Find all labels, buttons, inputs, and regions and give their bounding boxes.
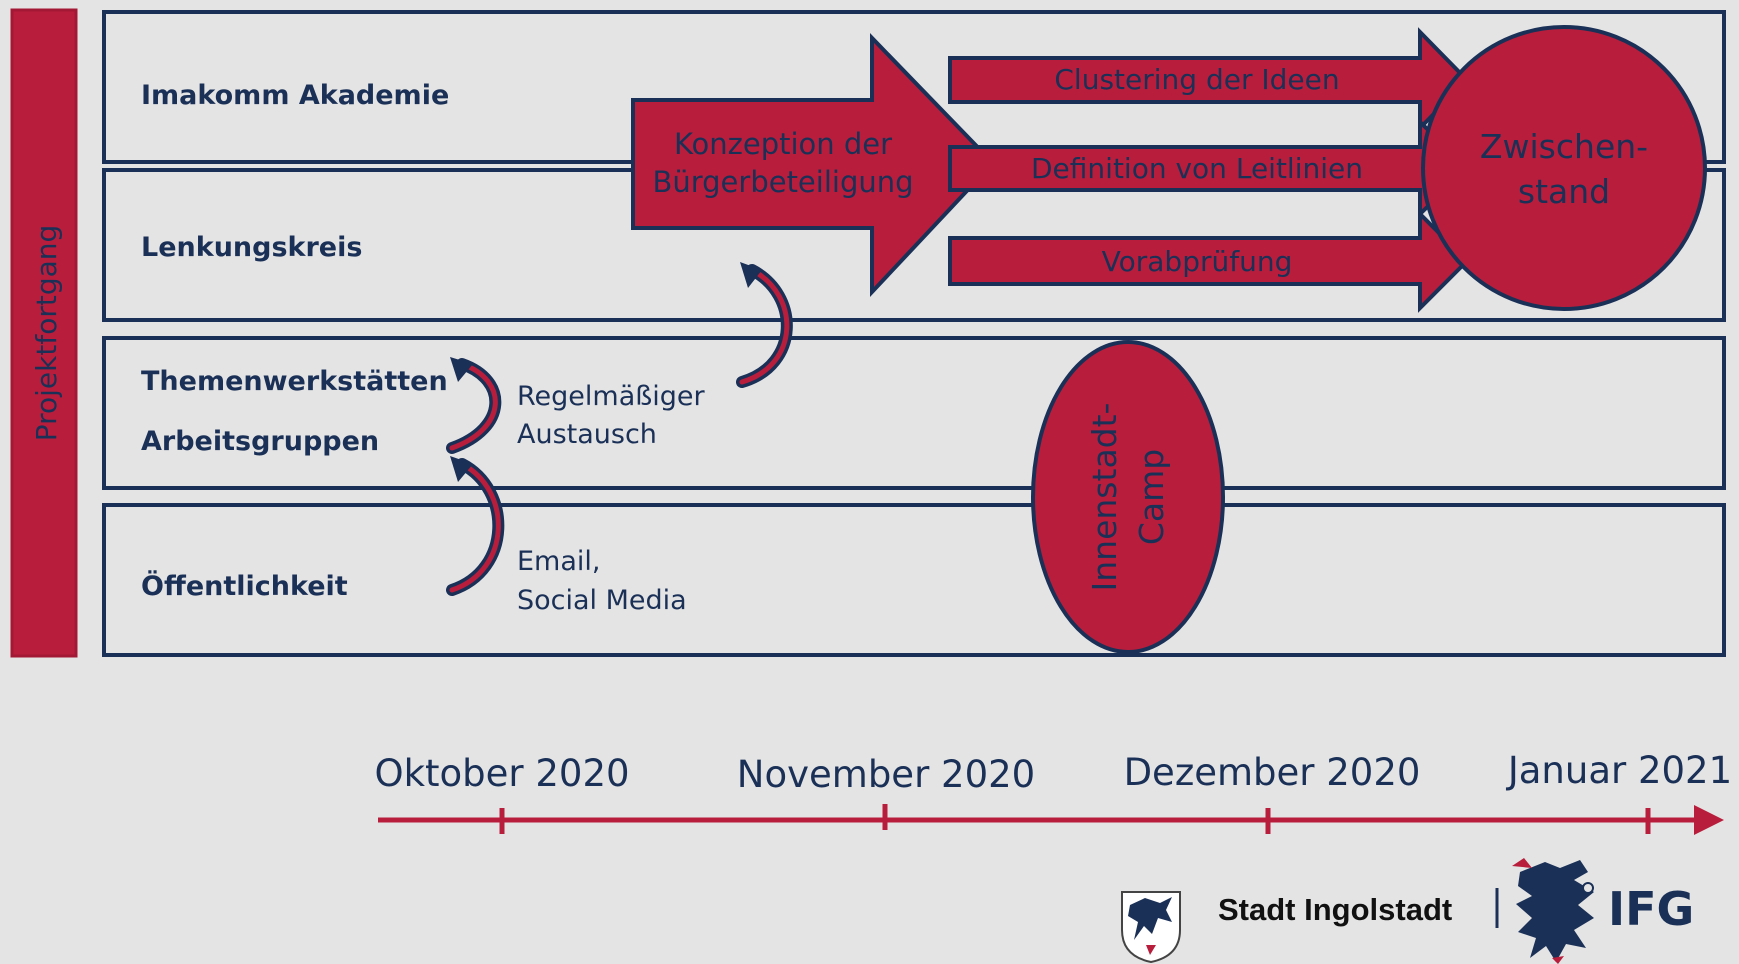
timeline-label-november: November 2020 (737, 753, 1035, 796)
arrow-leitlinien: Definition von Leitlinien (948, 117, 1470, 219)
logo-stadt-ingolstadt: Stadt Ingolstadt (1121, 891, 1452, 964)
timeline-label-januar: Januar 2021 (1506, 749, 1732, 792)
note-austausch-line2: Austausch (517, 419, 657, 450)
row-label-arbeitsgruppen: Arbeitsgruppen (141, 426, 379, 457)
ellipse-line2: Camp (1132, 449, 1171, 545)
curved-arrow-werkstaetten (446, 357, 502, 454)
logo-city-text: Stadt Ingolstadt (1218, 892, 1452, 927)
note-austausch-line1: Regelmäßiger (517, 381, 706, 412)
big-arrow-line1: Konzeption der (674, 127, 892, 161)
timeline: Oktober 2020 November 2020 Dezember 2020… (374, 749, 1732, 835)
ellipse-line1: Innenstadt- (1085, 403, 1124, 592)
dragon-panther-icon (1512, 858, 1594, 964)
row-label-themenwerkstaetten: Themenwerkstätten (141, 366, 448, 397)
arrow-clustering: Clustering der Ideen (948, 27, 1470, 133)
curved-arrow-oeffentlichkeit (446, 456, 505, 596)
timeline-label-oktober: Oktober 2020 (374, 752, 629, 795)
ellipse-innenstadt-camp: Innenstadt- Camp (1031, 340, 1225, 654)
arrow-vorab: Vorabprüfung (948, 209, 1470, 313)
big-arrow-konzeption: Konzeption der Bürgerbeteiligung (631, 33, 996, 298)
row-label-lenkungskreis: Lenkungskreis (141, 232, 362, 263)
circle-line2: stand (1518, 172, 1610, 211)
arrow-leitlinien-label: Definition von Leitlinien (1031, 152, 1363, 185)
circle-zwischenstand: Zwischen- stand (1421, 25, 1707, 311)
row-label-oeffentlichkeit: Öffentlichkeit (141, 569, 348, 602)
timeline-label-dezember: Dezember 2020 (1124, 751, 1421, 794)
logo-ifg: IFG (1512, 858, 1694, 964)
curved-arrow-austausch (736, 262, 793, 388)
lane-oeffentlichkeit (102, 503, 1726, 657)
big-arrow-line2: Bürgerbeteiligung (652, 165, 913, 199)
city-crest-icon (1121, 891, 1181, 964)
lane-werkstaetten (102, 336, 1726, 490)
side-bar-label: Projektfortgang (30, 225, 63, 442)
arrow-clustering-label: Clustering der Ideen (1054, 63, 1339, 96)
arrow-vorab-label: Vorabprüfung (1102, 245, 1293, 278)
side-bar: Projektfortgang (10, 8, 78, 658)
logo-ifg-text: IFG (1608, 882, 1694, 936)
row-label-akademie: Imakomm Akademie (141, 80, 449, 111)
note-email-line1: Email, (517, 546, 601, 577)
note-email-line2: Social Media (517, 585, 687, 616)
circle-line1: Zwischen- (1480, 127, 1648, 166)
